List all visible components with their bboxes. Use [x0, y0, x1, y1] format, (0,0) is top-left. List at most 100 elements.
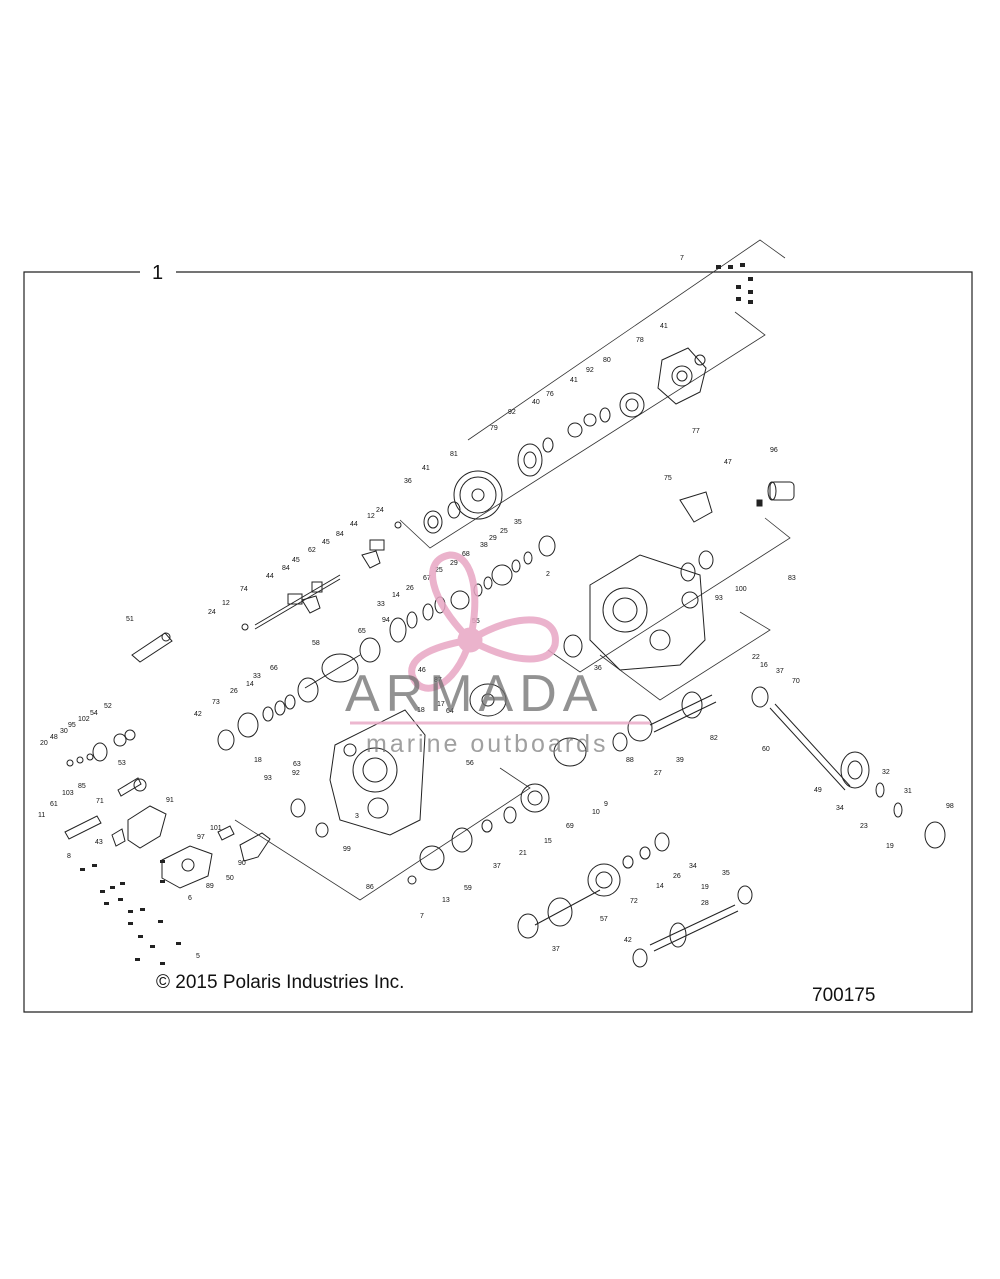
clip-97 [217, 825, 235, 841]
callout-label: 33 [253, 673, 261, 680]
watermark-brand: ARMADA [345, 665, 604, 723]
callout-label: 75 [664, 475, 672, 482]
ring-27 [612, 732, 628, 752]
callout-label: 34 [836, 805, 844, 812]
shaft-58 [321, 653, 359, 683]
bearing-93 [680, 562, 696, 582]
callout-label: 59 [464, 885, 472, 892]
callout-label: 32 [882, 769, 890, 776]
callout-label: 19 [886, 843, 894, 850]
bearing-34 [654, 832, 670, 852]
callout-label: 25 [500, 528, 508, 535]
bearing-41 [447, 501, 461, 519]
callout-label: 93 [264, 775, 272, 782]
bolts-7 [716, 263, 753, 304]
shift-lever-51 [131, 632, 173, 663]
gear-68 [491, 564, 513, 586]
callout-label: 40 [532, 399, 540, 406]
ring-21 [481, 819, 493, 833]
callout-label: 99 [343, 846, 351, 853]
callout-label: 37 [776, 668, 784, 675]
callout-label: 101 [210, 825, 222, 832]
upper-gear-assembly [423, 392, 645, 534]
copyright-text: © 2015 Polaris Industries Inc. [156, 972, 405, 993]
callout-label: 84 [282, 565, 290, 572]
callout-label: 63 [293, 761, 301, 768]
callout-label: 8 [67, 853, 71, 860]
bearing-42b [632, 948, 648, 968]
callout-label: 36 [594, 665, 602, 672]
callout-label: 41 [422, 465, 430, 472]
callout-label: 36 [404, 478, 412, 485]
callout-label: 72 [630, 898, 638, 905]
callout-label: 28 [701, 900, 709, 907]
assembly-bracket-lines [234, 239, 791, 901]
callout-label: 5 [196, 953, 200, 960]
callout-label: 18 [417, 707, 425, 714]
gear-53 [133, 778, 147, 792]
callout-label: 74 [240, 586, 248, 593]
callout-label: 44 [350, 521, 358, 528]
callout-label: 37 [552, 946, 560, 953]
callout-label: 90 [238, 860, 246, 867]
callout-label: 17 [437, 701, 445, 708]
callout-label: 83 [788, 575, 796, 582]
left-small-parts [64, 729, 271, 889]
gear-28 [669, 922, 687, 948]
gear-57 [547, 897, 573, 927]
drive-shaft-60 [751, 686, 946, 849]
callout-label: 49 [814, 787, 822, 794]
callout-label: 92 [586, 367, 594, 374]
callout-label: 87 [434, 677, 442, 684]
callout-label: 97 [197, 834, 205, 841]
callout-label: 82 [710, 735, 718, 742]
callout-label: 37 [493, 863, 501, 870]
callout-label: 88 [626, 757, 634, 764]
callout-label: 76 [546, 391, 554, 398]
belt-94 [389, 617, 407, 643]
callout-label: 19 [701, 884, 709, 891]
callout-label: 86 [366, 884, 374, 891]
callout-label: 22 [752, 654, 760, 661]
gear-69 [520, 783, 550, 813]
callout-label: 45 [292, 557, 300, 564]
callout-label: 10 [592, 809, 600, 816]
callout-label: 26 [230, 688, 238, 695]
callout-label: 80 [603, 357, 611, 364]
gear-72 [587, 863, 621, 897]
callout-label: 12 [222, 600, 230, 607]
actuator-96 [756, 481, 795, 507]
callout-label: 53 [118, 760, 126, 767]
callout-label: 54 [90, 710, 98, 717]
callout-label: 25 [435, 567, 443, 574]
callout-label: 35 [514, 519, 522, 526]
callout-label: 7 [420, 913, 424, 920]
middle-shaft-assembly [217, 535, 556, 751]
bracket-75 [679, 491, 713, 523]
callout-label: 38 [480, 542, 488, 549]
callout-label: 11 [38, 812, 45, 819]
callout-label: 18 [254, 757, 262, 764]
callout-label: 70 [792, 678, 800, 685]
callout-label: 52 [104, 703, 112, 710]
gear-59 [419, 845, 445, 871]
callout-label: 16 [760, 662, 768, 669]
callout-label: 50 [226, 875, 234, 882]
flange-98 [924, 821, 946, 849]
cover-64 [469, 683, 507, 717]
callout-label: 47 [724, 459, 732, 466]
plate-66 [297, 677, 319, 703]
gear-76 [567, 422, 583, 438]
gear-67 [450, 590, 470, 610]
callout-label: 42 [624, 937, 632, 944]
callout-label: 98 [946, 803, 954, 810]
callout-label: 20 [40, 740, 48, 747]
group-number: 1 [152, 262, 163, 284]
callout-label: 67 [423, 575, 431, 582]
callout-label: 51 [126, 616, 134, 623]
housing-86 [290, 709, 426, 838]
callout-label: 9 [604, 801, 608, 808]
bearing-35 [538, 535, 556, 557]
callout-label: 94 [382, 617, 390, 624]
callout-label: 24 [208, 609, 216, 616]
